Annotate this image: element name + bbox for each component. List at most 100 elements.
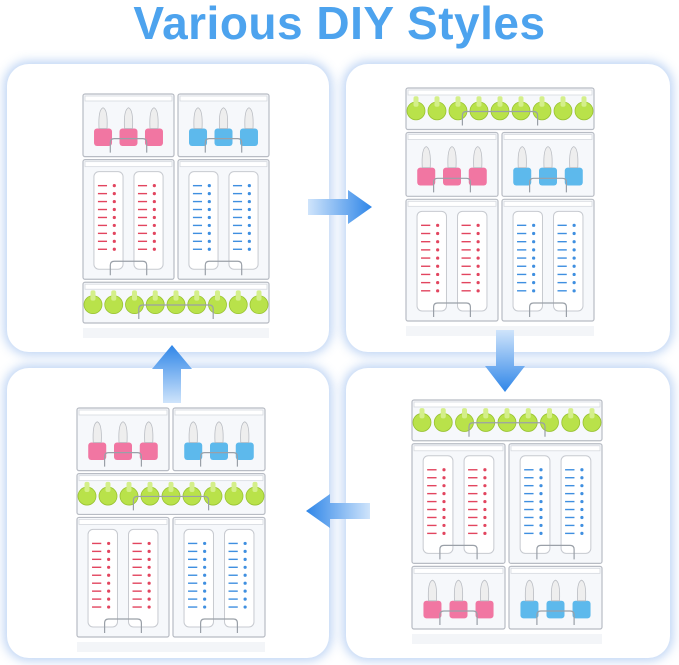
- bottle-cap: [520, 600, 539, 619]
- bottle-heart: [243, 597, 247, 601]
- bin-handle: [104, 452, 142, 467]
- bin-handle: [529, 302, 567, 317]
- bottle-heart: [107, 541, 111, 546]
- bottle-heart: [247, 231, 251, 235]
- bin-handle: [204, 260, 243, 276]
- bottle-heart: [476, 256, 480, 260]
- bottle-body: [560, 455, 592, 554]
- bottle-cap: [139, 442, 158, 461]
- bottle-heart: [539, 531, 543, 535]
- bottle-heart: [152, 247, 156, 251]
- panel-style-3: [346, 368, 670, 658]
- organizer-stack: [411, 399, 603, 644]
- bin-handle: [200, 452, 238, 467]
- bottle-nipple: [92, 421, 102, 443]
- bottle-body: [463, 455, 495, 554]
- bottle-heart: [572, 272, 576, 277]
- bottle-heart: [112, 184, 116, 188]
- bottle-nipple: [569, 146, 579, 169]
- bin-lid: [407, 200, 497, 207]
- bottle-heart: [147, 541, 151, 546]
- bottle-heart: [436, 256, 440, 260]
- nipple-tip: [504, 408, 510, 419]
- bottle-cap: [184, 442, 203, 461]
- bin-lid: [179, 161, 268, 168]
- bottle-heart: [442, 531, 446, 535]
- bin-handle: [439, 544, 478, 560]
- bottle-heart: [442, 499, 446, 504]
- bin-handle: [109, 260, 148, 276]
- bottle-heart: [442, 515, 446, 520]
- bin-lid: [174, 519, 264, 525]
- bottle-cap: [423, 600, 442, 619]
- bottle-heart: [147, 573, 151, 577]
- bottle-heart: [572, 240, 576, 244]
- organizer-stack-style-4: [76, 407, 266, 652]
- bottle-nipple: [244, 107, 254, 129]
- bottle-heart: [476, 248, 480, 252]
- bottle-heart: [580, 468, 584, 472]
- bottle-nipple: [447, 146, 457, 169]
- nipple-tip: [419, 408, 425, 419]
- bin-lid: [413, 445, 504, 452]
- bottle-heart: [203, 589, 207, 593]
- bin-lid: [78, 409, 168, 416]
- bottle-heart: [539, 499, 543, 504]
- nipple-tip: [231, 481, 237, 493]
- bottle-heart: [442, 468, 446, 472]
- bottle-heart: [483, 484, 487, 488]
- bottle-heart: [436, 281, 440, 285]
- bottle-nipple: [214, 421, 224, 443]
- bottle-heart: [476, 264, 480, 268]
- bottle-heart: [476, 240, 480, 244]
- bottle-heart: [147, 557, 151, 561]
- bottle-nipple: [149, 107, 159, 129]
- bottle-cap: [468, 167, 487, 186]
- nipple-tip: [483, 408, 489, 419]
- bottle-cap: [564, 167, 583, 186]
- bottle-body: [128, 528, 159, 628]
- bottle-heart: [203, 597, 207, 601]
- bottle-heart: [243, 573, 247, 577]
- bottle-heart: [436, 223, 440, 227]
- bottle-nipple: [118, 421, 128, 443]
- bottle-body: [519, 455, 551, 554]
- bottle-heart: [152, 239, 156, 243]
- bin-handle: [132, 495, 210, 511]
- bin-handle: [433, 302, 471, 317]
- bottle-heart: [207, 215, 211, 220]
- bottle-cap: [94, 128, 113, 147]
- bottle-cap: [539, 167, 557, 186]
- bottle-heart: [207, 231, 211, 235]
- bin-lid: [84, 283, 268, 290]
- bottle-cap: [210, 442, 228, 461]
- bottle-heart: [207, 239, 211, 243]
- bottle-heart: [476, 289, 480, 293]
- bottle-heart: [580, 476, 584, 480]
- nipple-tip: [434, 96, 440, 107]
- bin-handle: [109, 138, 148, 153]
- bottle-body: [188, 171, 219, 270]
- bin-lid: [179, 95, 268, 102]
- bottle-heart: [152, 184, 156, 188]
- bottle-body: [553, 210, 584, 312]
- bottle-heart: [539, 492, 543, 496]
- bottle-heart: [532, 248, 536, 252]
- nipple-tip: [455, 96, 461, 107]
- bottle-heart: [580, 531, 584, 535]
- nipple-tip: [126, 481, 132, 493]
- bottle-heart: [107, 573, 111, 577]
- bottle-heart: [243, 565, 247, 569]
- bottle-heart: [107, 557, 111, 561]
- bottle-nipple: [98, 107, 108, 129]
- bottle-heart: [532, 264, 536, 268]
- bottle-heart: [572, 231, 576, 236]
- panel-style-4: [7, 368, 329, 658]
- bin-lid: [174, 409, 264, 416]
- bin-handle: [439, 610, 478, 625]
- bottle-heart: [247, 215, 251, 220]
- bottle-heart: [112, 223, 116, 228]
- bottle-nipple: [517, 146, 527, 169]
- bottle-heart: [243, 557, 247, 561]
- organizer-stack: [405, 87, 595, 336]
